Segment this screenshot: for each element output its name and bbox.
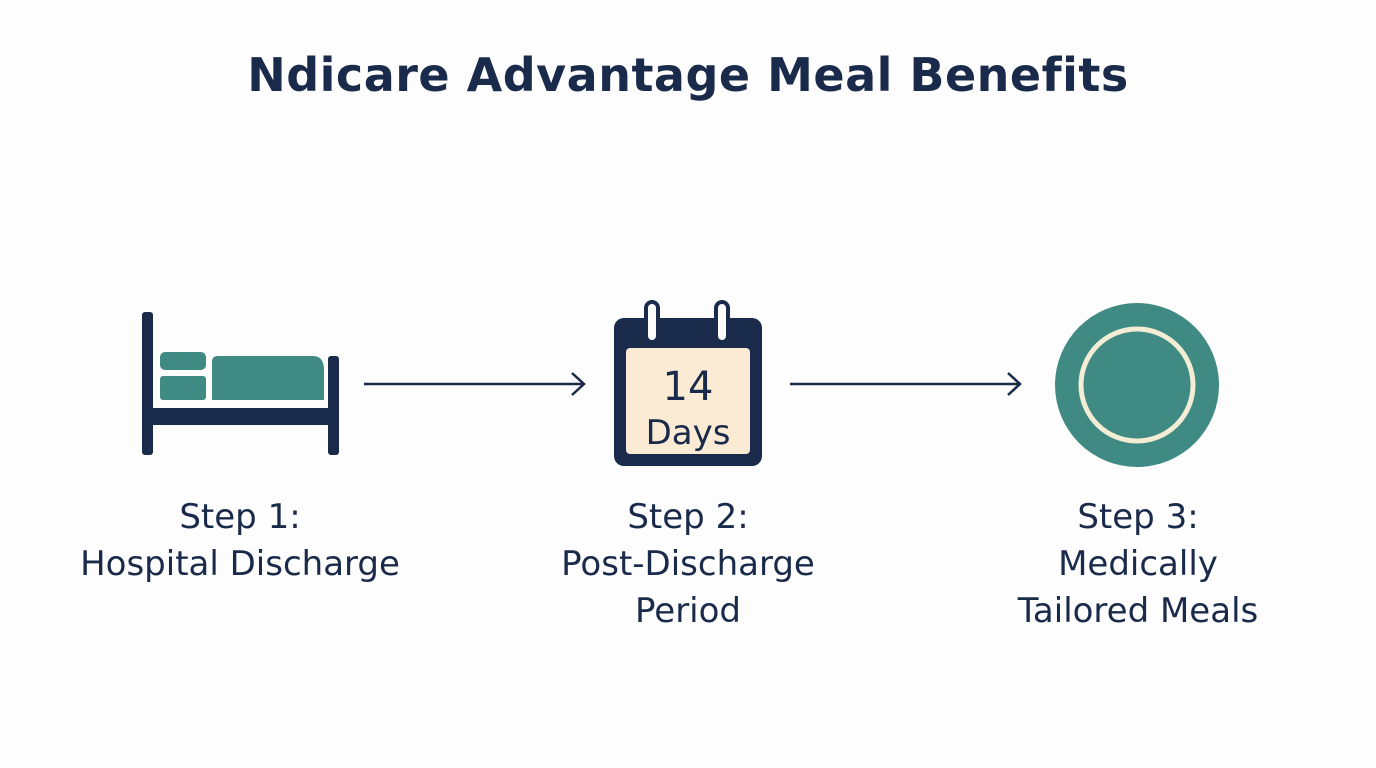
page-title: Ndicare Advantage Meal Benefits [247,48,1129,102]
calendar-number: 14 [663,364,714,410]
hospital-bed-icon [142,312,339,455]
step-3-label: Step 3: Medically Tailored Meals [948,494,1328,635]
step-3-name-line-1: Medically [1058,544,1218,584]
step-2-label: Step 2: Post-Discharge Period [498,494,878,635]
step-1-name: Hospital Discharge [80,544,400,584]
step-1-number: Step 1: [179,497,301,537]
arrow-icon [790,372,1022,396]
arrow-icon [364,372,586,396]
step-3-name-line-2: Tailored Meals [1017,591,1259,631]
step-1-label: Step 1: Hospital Discharge [50,494,430,588]
step-2-name-line-2: Period [634,591,742,631]
step-2-name-line-1: Post-Discharge [561,544,815,584]
step-2-number: Step 2: [627,497,749,537]
plate-icon [1055,303,1219,467]
calendar-unit: Days [646,413,731,453]
step-3-number: Step 3: [1077,497,1199,537]
calendar-icon: 14 Days [614,300,762,466]
